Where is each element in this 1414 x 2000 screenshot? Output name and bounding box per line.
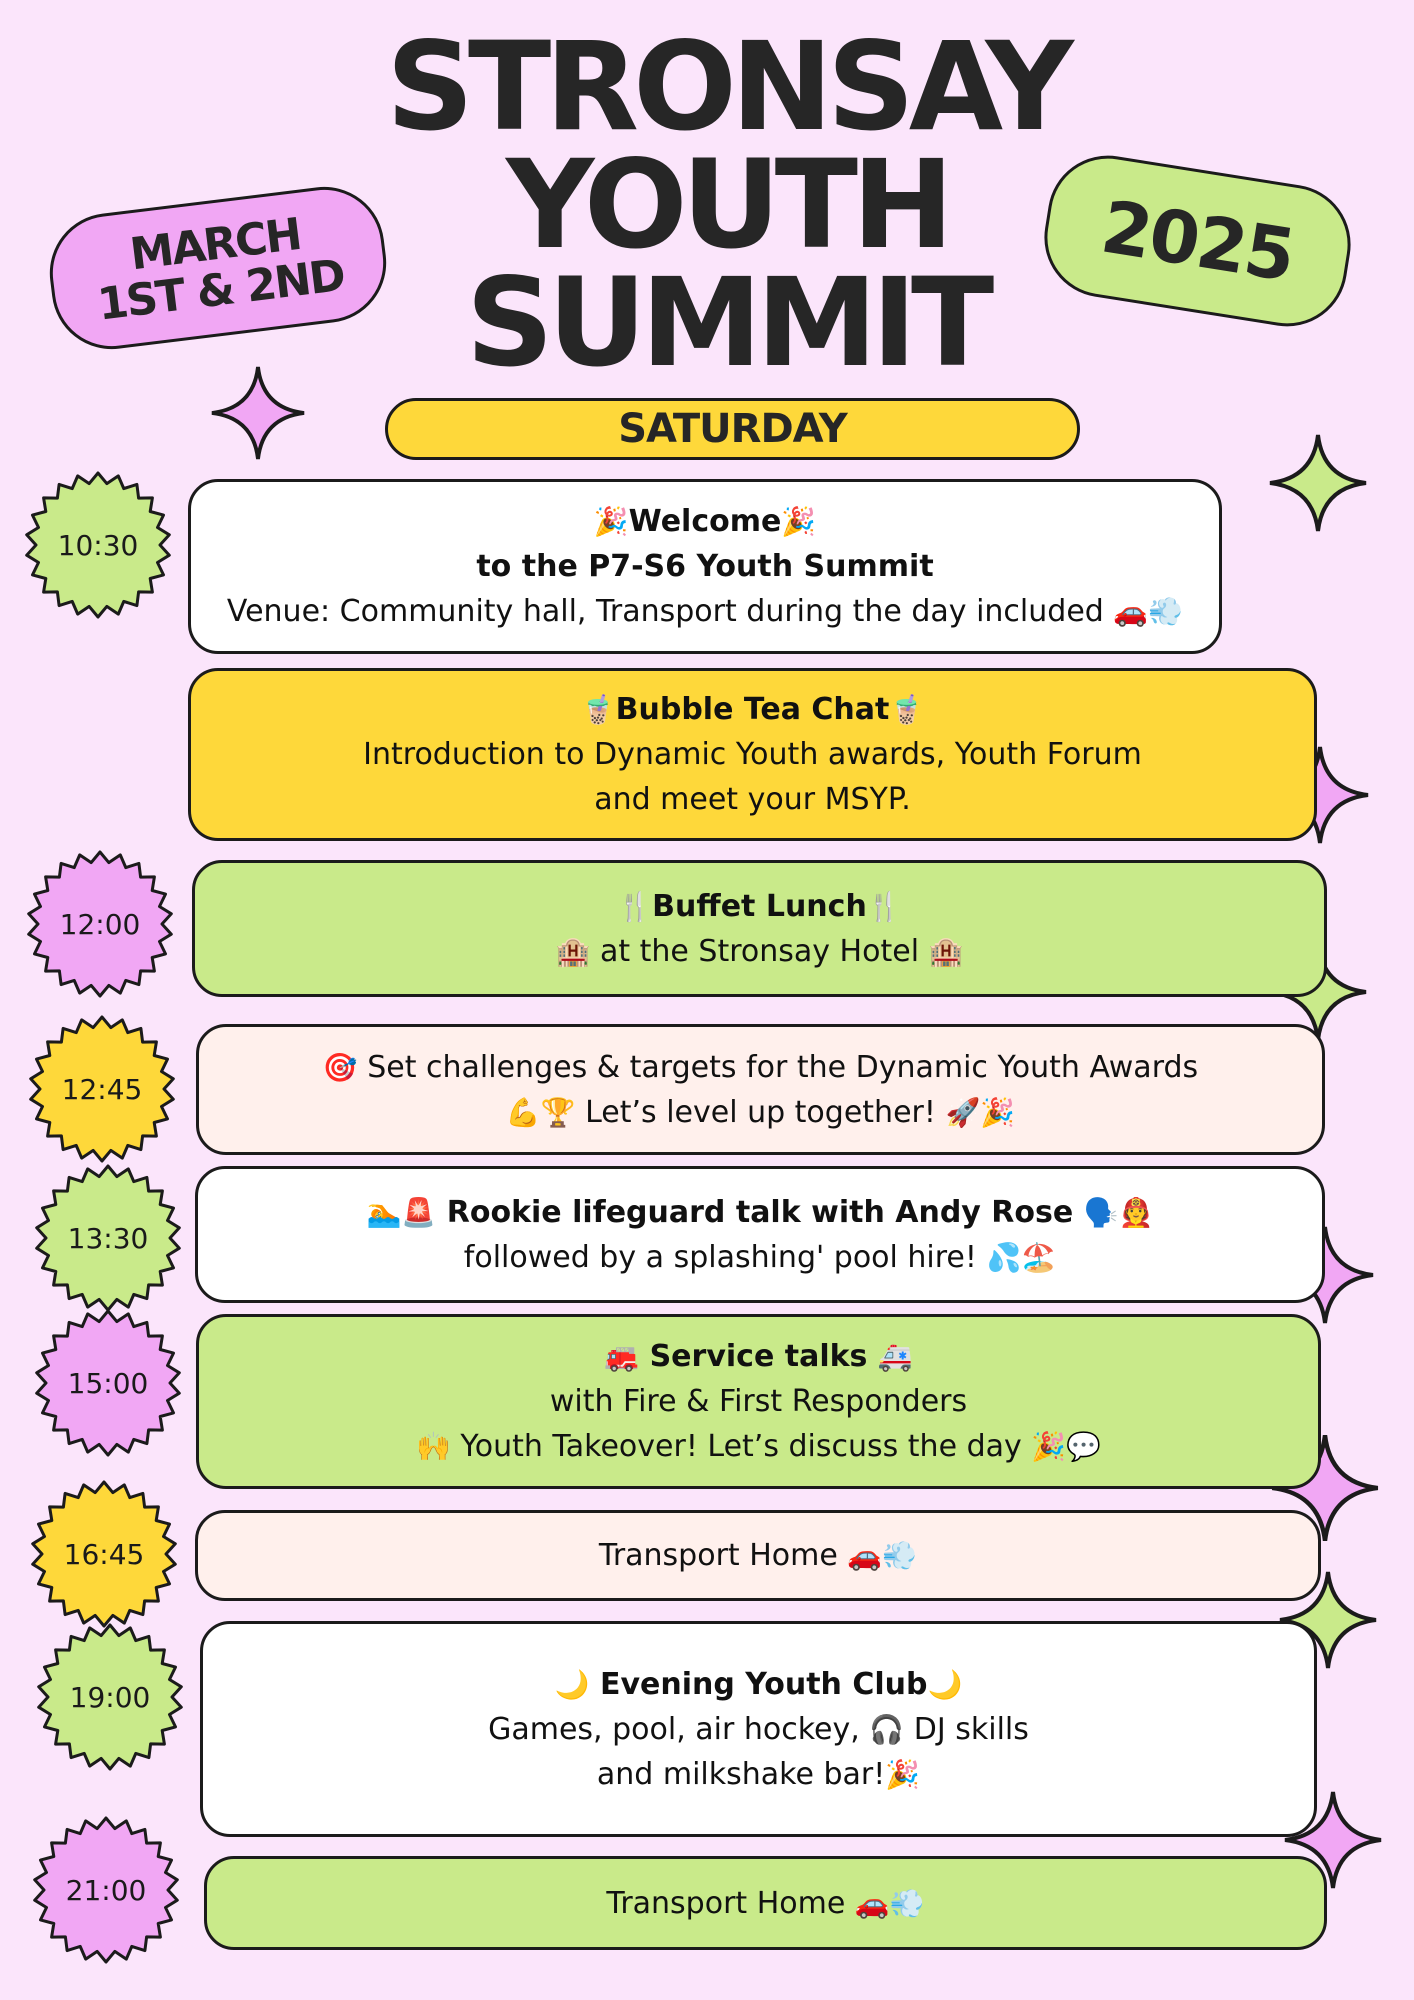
time-label: 12:45: [61, 1072, 143, 1106]
rocket-icon: 🚀🎉: [945, 1095, 1016, 1129]
event-title: Welcome: [628, 504, 782, 539]
headphones-icon: 🎧: [869, 1712, 905, 1746]
time-badge: 12:45: [22, 1009, 182, 1169]
event-card-bubble-tea: 🧋Bubble Tea Chat🧋 Introduction to Dynami…: [188, 668, 1317, 841]
title-line-3: SUMMIT: [465, 252, 994, 394]
raised-hands-icon: 🙌: [415, 1430, 451, 1463]
time-label: 10:30: [57, 528, 139, 562]
time-badge: 16:45: [24, 1474, 184, 1634]
starburst-shape: [37, 1623, 183, 1771]
day-banner: SATURDAY: [385, 398, 1080, 460]
bubble-tea-icon: 🧋: [580, 693, 616, 726]
event-line: followed by a splashing' pool hire!: [463, 1239, 977, 1275]
event-line: Games, pool, air hockey,: [488, 1711, 860, 1747]
time-label: 13:30: [67, 1221, 149, 1255]
fire-engine-icon: 🚒: [604, 1340, 640, 1373]
event-line: Let’s level up together!: [585, 1094, 936, 1130]
event-card-evening: 🌙 Evening Youth Club🌙 Games, pool, air h…: [200, 1621, 1317, 1837]
event-line: Transport Home: [606, 1885, 846, 1921]
party-popper-icon: 🎉: [781, 505, 817, 538]
time-label: 19:00: [69, 1680, 151, 1714]
time-label: 12:00: [59, 907, 141, 941]
time-badge: 21:00: [26, 1810, 186, 1970]
event-card-challenges: 🎯 Set challenges & targets for the Dynam…: [196, 1024, 1325, 1155]
sparkle-green-icon: [1279, 1571, 1377, 1669]
time-badge: 10:30: [18, 465, 178, 625]
starburst-shape: [33, 1816, 179, 1964]
time-badge: 12:00: [20, 844, 180, 1004]
starburst-shape: [31, 1480, 177, 1628]
event-line: and meet your MSYP.: [594, 782, 911, 817]
hotel-icon: 🏨: [555, 934, 591, 968]
event-line: Youth Takeover! Let’s discuss the day: [460, 1429, 1022, 1464]
sparkle-pink-icon: [211, 366, 305, 460]
event-line: and milkshake bar!: [596, 1756, 886, 1792]
event-card-lifeguard: 🏊🚨 Rookie lifeguard talk with Andy Rose …: [195, 1166, 1325, 1303]
event-title: Bubble Tea Chat: [615, 692, 890, 727]
time-badge: 13:30: [28, 1158, 188, 1318]
event-line: at the Stronsay Hotel: [599, 933, 920, 969]
event-title: Buffet Lunch: [652, 888, 867, 924]
event-line: DJ skills: [913, 1711, 1029, 1747]
car-icon: 🚗💨: [854, 1886, 925, 1920]
event-subtitle: to the P7-S6 Youth Summit: [476, 549, 934, 584]
speech-bubble-icon: 🎉💬: [1031, 1430, 1102, 1463]
event-card-service: 🚒 Service talks 🚑 with Fire & First Resp…: [196, 1314, 1321, 1489]
moon-icon: 🌙: [554, 1667, 590, 1701]
event-card-transport-2: Transport Home 🚗💨: [204, 1856, 1327, 1950]
trophy-icon: 💪🏆: [505, 1095, 576, 1129]
swimmer-icon: 🏊🚨: [366, 1195, 437, 1229]
event-line: Set challenges & targets for the Dynamic…: [367, 1049, 1199, 1085]
event-details: Venue: Community hall, Transport during …: [226, 594, 1104, 629]
starburst-shape: [35, 1309, 181, 1457]
bubble-tea-icon: 🧋: [889, 693, 925, 726]
ambulance-icon: 🚑: [877, 1340, 913, 1373]
event-title: Rookie lifeguard talk with Andy Rose: [446, 1194, 1074, 1230]
event-card-lunch: 🍴Buffet Lunch🍴 🏨 at the Stronsay Hotel 🏨: [192, 860, 1327, 997]
event-card-transport-1: Transport Home 🚗💨: [195, 1510, 1321, 1601]
time-badge: 15:00: [28, 1303, 188, 1463]
sparkle-pink-icon: [1284, 1791, 1382, 1889]
title-line-2: YOUTH: [505, 134, 954, 276]
starburst-shape: [27, 850, 173, 998]
time-label: 21:00: [65, 1873, 147, 1907]
cutlery-icon: 🍴: [866, 889, 902, 923]
time-badge: 19:00: [30, 1617, 190, 1777]
time-label: 15:00: [67, 1366, 149, 1400]
event-title: Evening Youth Club: [599, 1666, 928, 1702]
event-line: Transport Home: [598, 1538, 838, 1573]
title-line-1: STRONSAY: [386, 16, 1074, 158]
party-popper-icon: 🎉: [593, 505, 629, 538]
sparkle-green-icon: [1269, 434, 1367, 532]
event-card-welcome: 🎉Welcome🎉 to the P7-S6 Youth Summit Venu…: [188, 479, 1222, 654]
starburst-shape: [25, 471, 171, 619]
event-line: with Fire & First Responders: [549, 1384, 968, 1419]
event-line: Introduction to Dynamic Youth awards, Yo…: [363, 737, 1142, 772]
hotel-icon: 🏨: [928, 934, 964, 968]
event-title: Service talks: [649, 1339, 868, 1374]
moon-icon: 🌙: [927, 1667, 963, 1701]
time-label: 16:45: [63, 1537, 145, 1571]
party-popper-icon: 🎉: [885, 1757, 921, 1791]
cutlery-icon: 🍴: [617, 889, 653, 923]
starburst-shape: [29, 1015, 175, 1163]
page-title: STRONSAY YOUTH SUMMIT: [257, 16, 1197, 394]
speaking-head-icon: 🗣️🧑‍🚒: [1083, 1195, 1154, 1229]
target-icon: 🎯: [322, 1050, 358, 1084]
car-icon: 🚗💨: [847, 1539, 918, 1572]
car-icon: 🚗💨: [1113, 595, 1184, 628]
splash-icon: 💦🏖️: [986, 1240, 1057, 1274]
